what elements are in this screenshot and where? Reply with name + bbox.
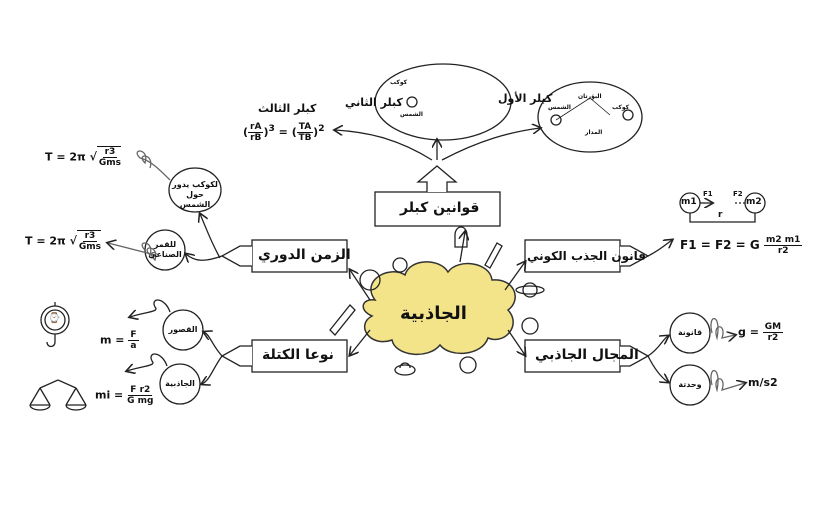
kepler-first-label: كبلر الأول — [498, 92, 553, 105]
gravitational-field-box: المجال الجاذبي — [535, 347, 639, 363]
spring-scale-icon: ⌚ — [48, 313, 61, 324]
r-label: r — [718, 210, 723, 220]
field-unit: m/s2 — [748, 376, 778, 389]
foci-label: البؤرتان — [578, 93, 602, 100]
planet-label-2: كوكب — [390, 79, 408, 86]
m1-label: m1 — [681, 197, 697, 207]
inertial-mass-label: القصور — [168, 325, 198, 334]
kepler-second-label: كبلر الثاني — [345, 96, 403, 109]
mass-types-box: نوعا الكتلة — [262, 347, 334, 363]
planet-orbit-label: لكوكب يدور حول الشمس — [172, 180, 218, 209]
center-topic-label: الجاذبية — [400, 303, 467, 324]
sun-label-2: الشمس — [400, 111, 423, 118]
orbit-label: المدار — [585, 129, 603, 136]
period-box: الزمن الدوري — [258, 247, 351, 263]
kepler-third-label: كبلر الثالث — [258, 102, 317, 115]
field-law-label: قانونة — [677, 328, 703, 337]
planet-label: كوكب — [612, 104, 630, 111]
kepler-laws-box: قوانين كبلر — [400, 200, 480, 216]
sun-label: الشمس — [548, 104, 571, 111]
f2-label: F2 — [733, 190, 743, 198]
f1-label: F1 — [703, 190, 713, 198]
universal-gravitation-box: قانون الجذب الكوني — [527, 249, 647, 263]
center-cloud — [362, 261, 516, 356]
field-unit-label: وحدتة — [678, 380, 702, 389]
planet-icon — [392, 257, 408, 273]
gravitational-mass-label: الجاذبية — [165, 379, 195, 388]
m2-label: m2 — [746, 197, 762, 207]
satellite-label: للقمر الصناعي — [148, 240, 182, 259]
